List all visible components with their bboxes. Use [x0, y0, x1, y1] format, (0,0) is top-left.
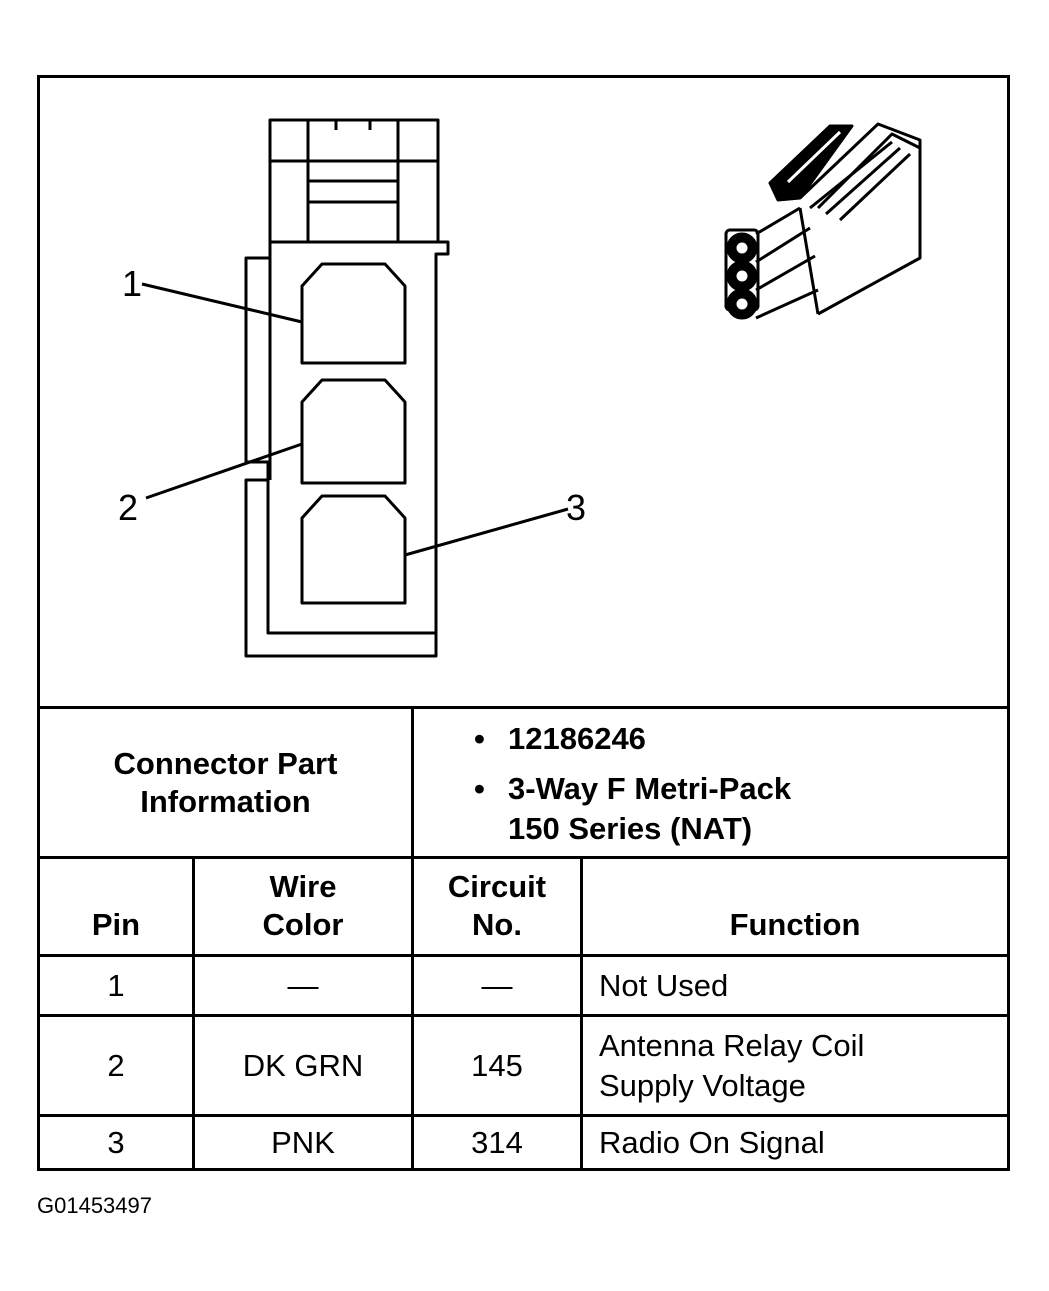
- cavity-3: [300, 494, 407, 605]
- callout-pin-1: 1: [122, 263, 142, 304]
- table-cell-pin: 3: [107, 1124, 125, 1160]
- leader-1: [141, 282, 303, 324]
- table-cell-wire-color: PNK: [271, 1124, 335, 1160]
- callout-pin-2: 2: [118, 487, 138, 528]
- list-item: • 12186246: [474, 719, 791, 759]
- connector-part-info-label: Connector Part Information: [113, 745, 338, 819]
- cavity-2: [300, 378, 407, 485]
- cavity-1: [300, 262, 407, 365]
- table-cell-pin: 1: [107, 967, 125, 1003]
- bullet-icon: •: [474, 721, 485, 756]
- table-cell-circuit-no: 314: [471, 1124, 523, 1160]
- divider: [40, 954, 1007, 957]
- divider: [192, 856, 195, 1168]
- table-cell-function: Not Used: [599, 967, 729, 1003]
- header-wire-color: Wire Color: [262, 869, 344, 942]
- table-cell-function: Radio On Signal: [599, 1124, 825, 1160]
- figure-id: G01453497: [37, 1193, 152, 1218]
- connector-housing: [244, 240, 450, 658]
- leader-2: [145, 442, 303, 500]
- header-pin: Pin: [91, 907, 141, 942]
- divider: [411, 706, 414, 1168]
- table-cell-circuit-no: 145: [471, 1047, 523, 1083]
- divider: [40, 1014, 1007, 1017]
- divider: [40, 1114, 1007, 1117]
- divider: [40, 706, 1007, 709]
- header-function: Function: [729, 907, 861, 942]
- list-item: • 3-Way F Metri-Pack 150 Series (NAT): [474, 769, 791, 849]
- table-cell-circuit-no: —: [481, 967, 513, 1003]
- table-cell-wire-color: —: [287, 967, 319, 1003]
- bullet-icon: •: [474, 771, 485, 806]
- table-cell-wire-color: DK GRN: [242, 1047, 364, 1083]
- header-circuit-no: Circuit No.: [447, 869, 547, 942]
- table-cell-function: Antenna Relay Coil Supply Voltage: [599, 1027, 865, 1103]
- connector-latch: [268, 118, 440, 244]
- connector-isometric-icon: [724, 122, 922, 320]
- leader-3: [404, 507, 569, 557]
- connector-part-info-list: • 12186246 • 3-Way F Metri-Pack 150 Seri…: [474, 719, 791, 849]
- connector-drawing: 1 2 3: [118, 118, 922, 658]
- divider: [580, 856, 583, 1168]
- table-cell-pin: 2: [107, 1047, 125, 1083]
- connector-frame: 1 2 3: [37, 75, 1010, 1171]
- divider: [40, 856, 1007, 859]
- connector-illustration: 1 2 3: [40, 78, 1007, 706]
- callout-pin-3: 3: [566, 487, 586, 528]
